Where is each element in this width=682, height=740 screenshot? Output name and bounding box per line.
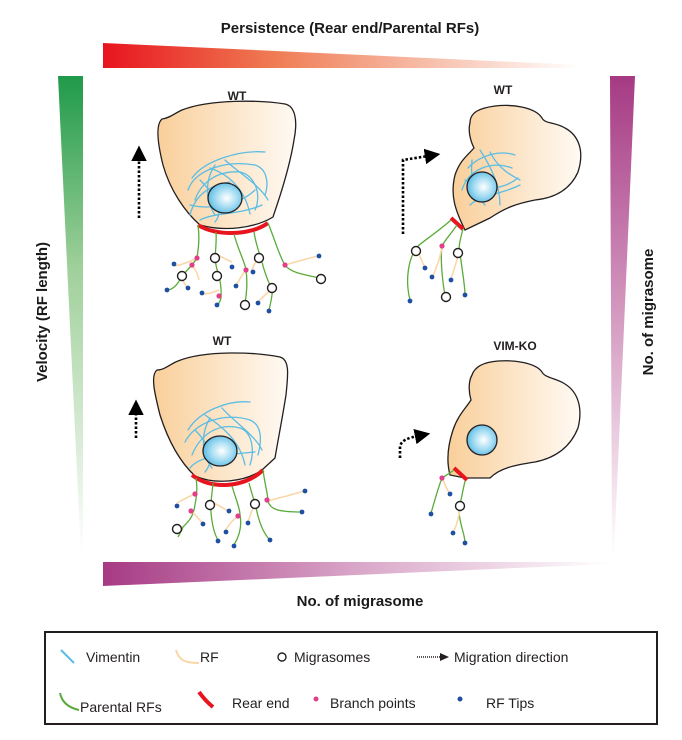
legend-item-migration-direction: Migration direction <box>416 647 568 667</box>
rfs <box>417 245 459 280</box>
migrasomes <box>171 498 261 535</box>
cell-body <box>447 360 581 479</box>
panel-top-left <box>131 100 327 314</box>
panel-bottom-right <box>398 360 581 546</box>
legend-label: RF <box>200 649 219 665</box>
rear-end-arc-icon <box>197 690 215 709</box>
panel-top-right <box>401 104 582 304</box>
cell-body <box>152 352 289 482</box>
legend-item-branch-points: Branch points <box>312 693 416 713</box>
rf-tips <box>164 253 322 314</box>
open-circle-icon <box>277 652 287 662</box>
parental-rf-line-icon <box>59 692 80 711</box>
nucleus <box>202 435 238 467</box>
rf-line-icon <box>175 649 200 664</box>
right-migrasome-gradient-bar <box>610 76 635 555</box>
legend-item-parental-rfs: Parental RFs <box>58 689 162 715</box>
branch-points <box>439 475 445 481</box>
legend-label: Branch points <box>330 695 416 711</box>
legend-label: Vimentin <box>86 649 141 665</box>
right-migrasome-axis-label: No. of migrasome <box>640 249 657 376</box>
rear-end <box>449 216 465 231</box>
panel-label-top-left: WT <box>228 89 247 103</box>
nucleus <box>466 424 498 456</box>
legend-label: Migrasomes <box>294 649 371 665</box>
bottom-migrasome-axis-label: No. of migrasome <box>297 593 424 610</box>
branch-points <box>189 255 288 299</box>
legend-item-rf: RF <box>174 647 219 667</box>
branch-points <box>188 491 270 519</box>
rear-end <box>196 221 270 235</box>
rf-tips <box>407 265 468 304</box>
legend-label: RF Tips <box>486 695 535 711</box>
legend-label: Parental RFs <box>80 699 162 715</box>
migrasomes <box>454 500 466 512</box>
persistence-axis-label: Persistence (Rear end/Parental RFs) <box>221 20 479 37</box>
nucleus <box>466 171 498 203</box>
rear-end <box>452 466 469 482</box>
legend: Vimentin RF Migrasomes Migration directi… <box>44 631 658 725</box>
migration-arrow <box>398 428 431 458</box>
panel-label-bottom-right: VIM-KO <box>493 339 536 353</box>
rear-end <box>190 468 265 487</box>
rf-tips <box>428 491 468 546</box>
velocity-gradient-bar <box>58 76 83 555</box>
panel-bottom-left <box>128 352 308 549</box>
bottom-migrasome-gradient-bar <box>103 562 610 586</box>
panel-label-top-right: WT <box>494 83 513 97</box>
pink-dot-icon <box>313 696 319 702</box>
legend-item-rear-end: Rear end <box>196 689 290 711</box>
legend-label: Migration direction <box>454 649 569 665</box>
persistence-gradient-bar <box>103 43 580 68</box>
velocity-axis-label: Velocity (RF length) <box>34 242 51 382</box>
blue-dot-icon <box>457 696 463 702</box>
vimentin-line-icon <box>60 649 75 664</box>
legend-item-vimentin: Vimentin <box>58 647 140 667</box>
legend-label: Rear end <box>232 695 290 711</box>
legend-item-rf-tips: RF Tips <box>456 693 534 713</box>
panel-label-bottom-left: WT <box>213 334 232 348</box>
nucleus <box>207 182 243 214</box>
rf-tips <box>174 488 308 549</box>
dotted-arrow-icon <box>417 653 449 661</box>
migrasomes <box>176 252 327 311</box>
legend-item-migrasomes: Migrasomes <box>276 647 370 667</box>
branch-points <box>439 243 445 249</box>
migrasomes <box>410 245 464 303</box>
migration-arrow <box>401 148 441 234</box>
